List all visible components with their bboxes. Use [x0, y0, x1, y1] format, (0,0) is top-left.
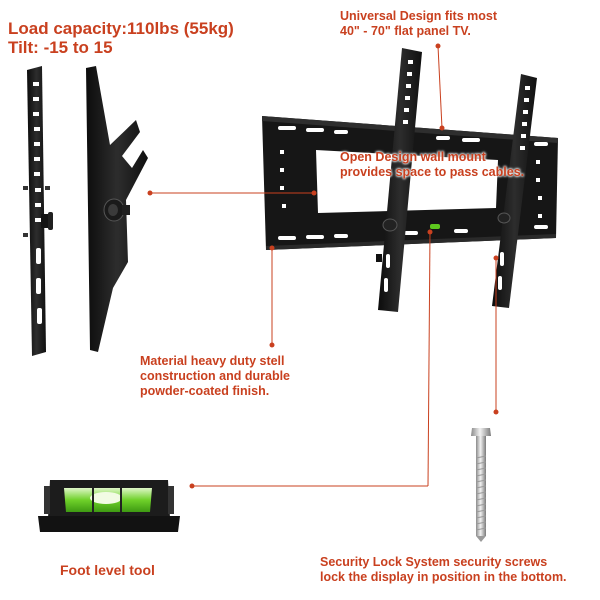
callout-dot-universal-end	[439, 125, 445, 131]
callout-dot-material	[269, 342, 275, 348]
open-design-caption-line1: Open Design wall mount	[340, 150, 486, 164]
side-tilt-plate	[86, 66, 148, 352]
security-caption-line1: Security Lock System security screws	[320, 555, 548, 569]
universal-caption-line2: 40" - 70" flat panel TV.	[340, 24, 471, 38]
callout-dots	[147, 43, 499, 489]
callout-dot-screw-hole	[493, 255, 499, 261]
callout-line-level-vertical	[427, 231, 431, 487]
open-design-caption-line2: provides space to pass cables.	[340, 165, 525, 179]
material-caption-line2: construction and durable	[140, 369, 291, 383]
callout-lines	[150, 45, 497, 487]
callout-dot-level-on-plate	[427, 229, 433, 235]
callout-dot-universal	[435, 43, 441, 49]
callout-dot-plate-corner	[269, 245, 275, 251]
right-vertical-arm	[492, 74, 537, 308]
callout-dot-plate	[311, 190, 317, 196]
callout-dot-side-bracket	[147, 190, 153, 196]
left-vertical-arm	[376, 48, 422, 312]
foot-level-caption: Foot level tool	[60, 562, 155, 578]
load-capacity-label: Load capacity:110lbs (55kg)	[8, 19, 234, 38]
tilt-range-label: Tilt: -15 to 15	[8, 38, 113, 57]
callout-line-universal	[437, 45, 443, 129]
security-caption-line2: lock the display in position in the bott…	[320, 570, 567, 584]
callout-dot-screw	[493, 409, 499, 415]
universal-caption-line1: Universal Design fits most	[340, 9, 497, 23]
foot-level-tool	[38, 480, 180, 532]
side-arm-bracket	[23, 66, 53, 356]
callout-dot-level-tool	[189, 483, 195, 489]
material-caption-line3: powder-coated finish.	[140, 384, 270, 398]
material-caption-line1: Material heavy duty stell	[140, 354, 285, 368]
wall-plate	[262, 116, 558, 250]
security-screw	[471, 428, 491, 542]
